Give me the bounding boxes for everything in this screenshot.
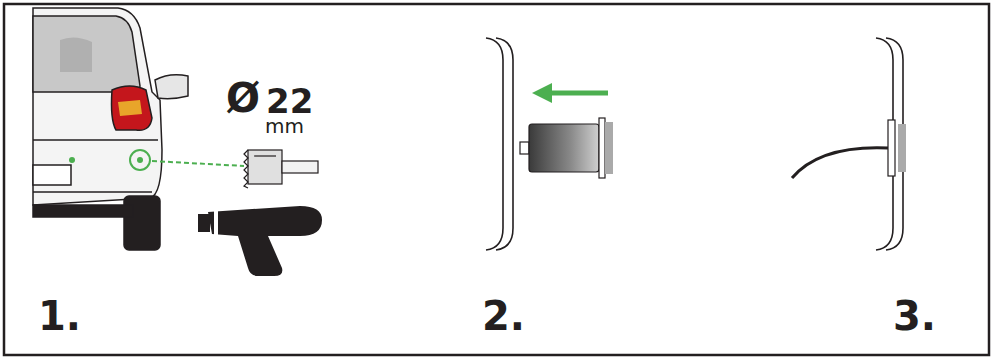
insert-arrow [548, 91, 608, 96]
sensor-face [898, 124, 906, 172]
drill-target [130, 150, 150, 170]
dimension-value: 22 [266, 84, 313, 118]
sensor-cable [792, 148, 888, 178]
sensor-flange [888, 120, 895, 176]
bumper-section [486, 38, 513, 250]
dimension-unit: mm [265, 116, 304, 136]
sensor [520, 118, 613, 178]
marker-dot [69, 157, 75, 163]
drill-axis [152, 161, 244, 166]
car [33, 8, 188, 250]
step-number: 1. [38, 296, 81, 336]
step-number: 2. [482, 296, 525, 336]
power-drill [198, 206, 322, 276]
drill-target-dot [137, 157, 143, 163]
step-number: 3. [893, 296, 936, 336]
hole-saw [244, 150, 318, 188]
diameter-symbol: Ø [226, 78, 260, 118]
frame [4, 4, 989, 355]
insert-arrowhead [532, 83, 552, 103]
